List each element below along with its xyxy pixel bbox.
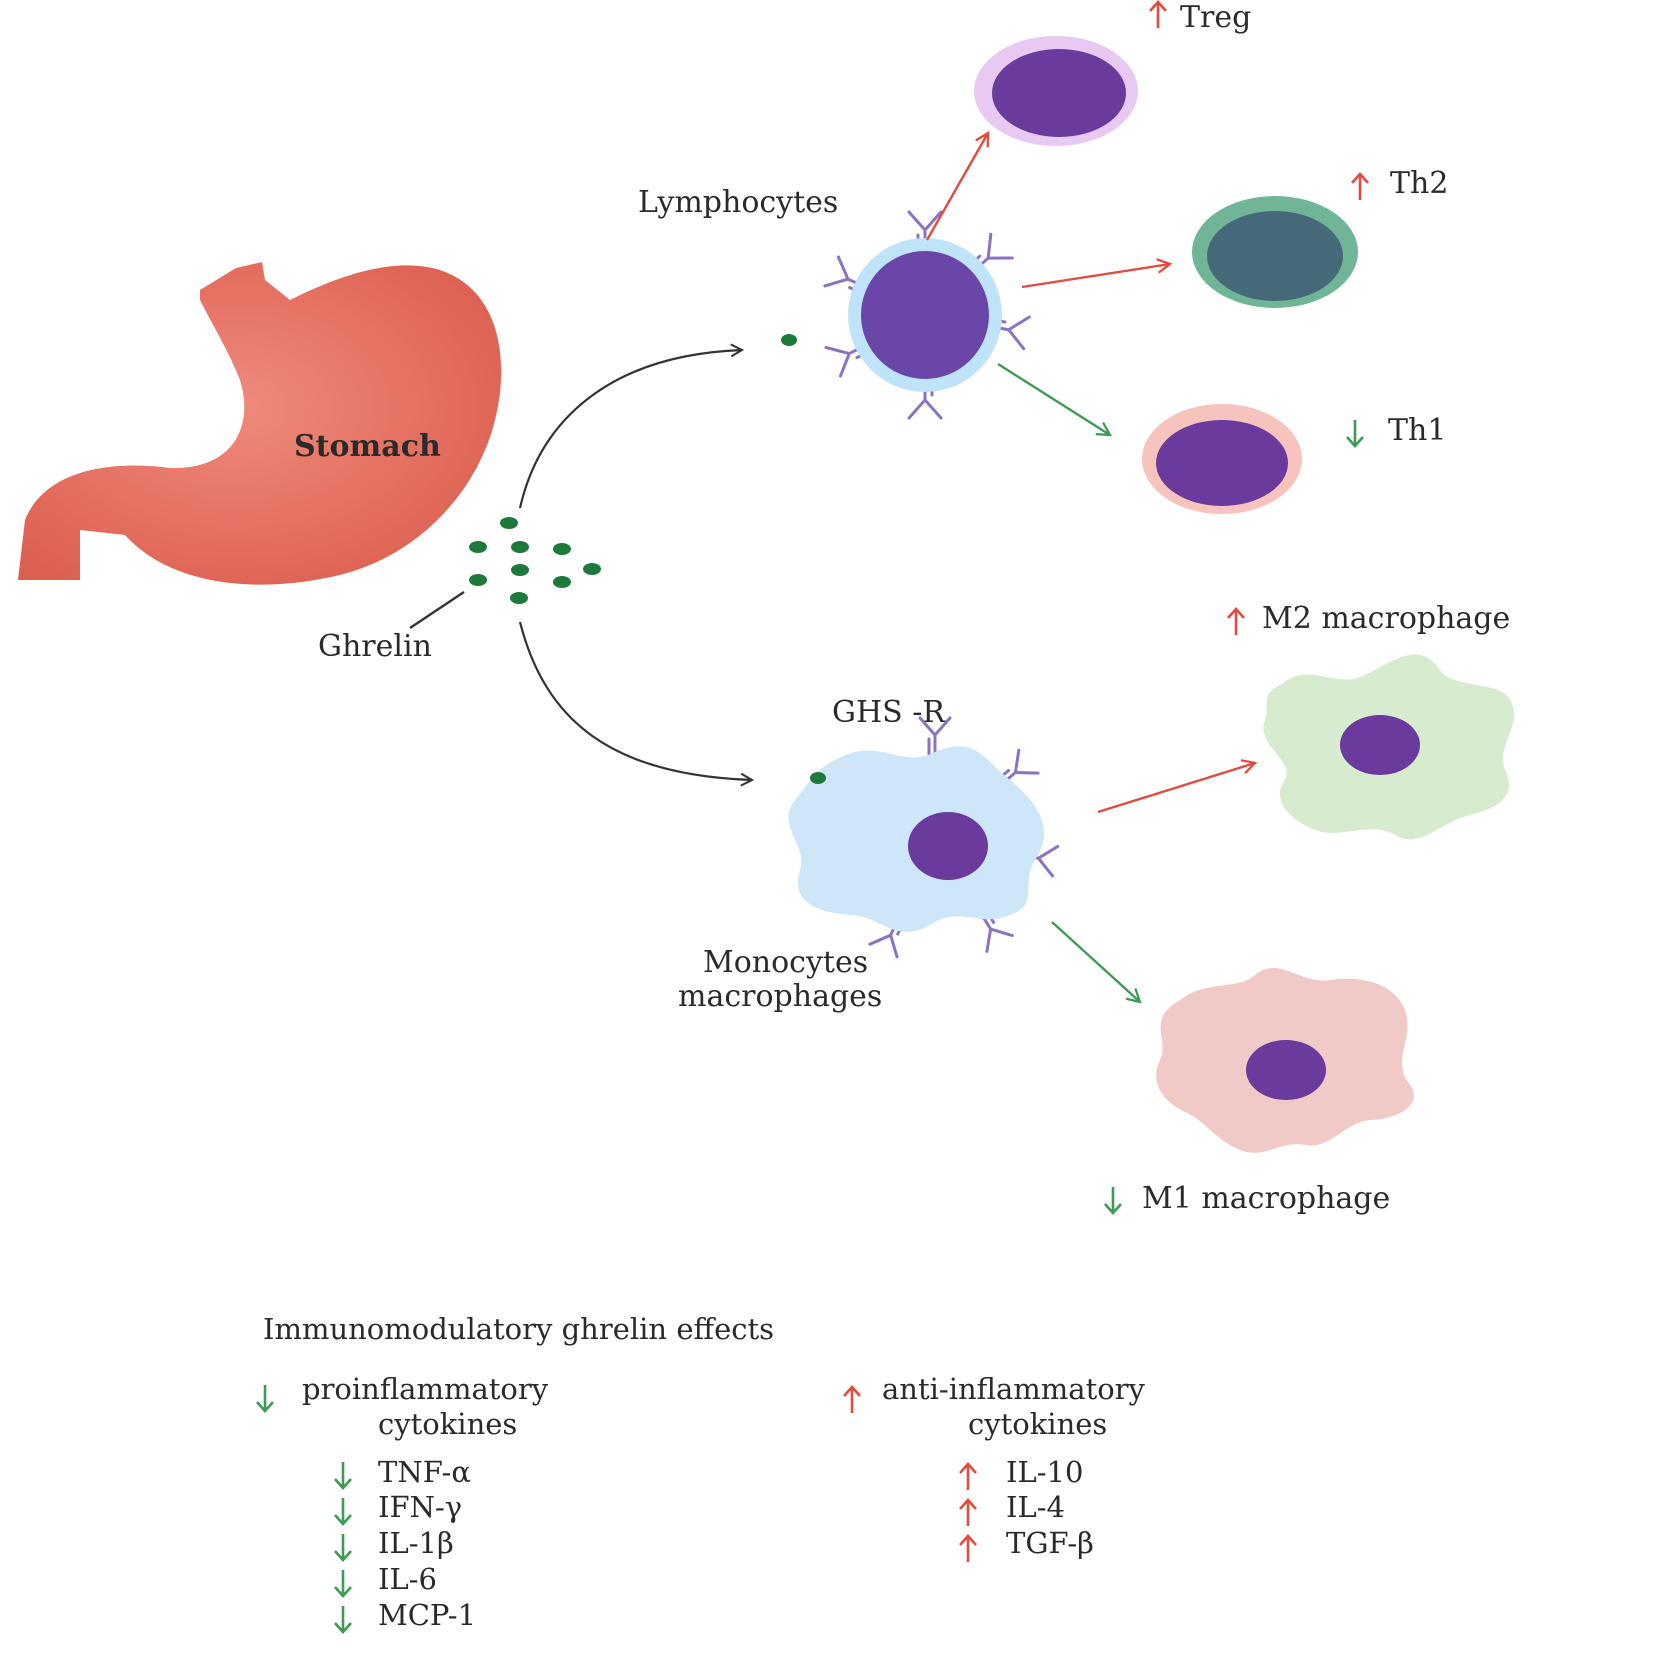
cytokine-item: IL-1β bbox=[378, 1526, 454, 1560]
effects-title: Immunomodulatory ghrelin effects bbox=[263, 1312, 774, 1346]
ghrelin-dot bbox=[469, 541, 487, 553]
bound-ghrelin-dot bbox=[810, 772, 826, 784]
ghrelin-dot bbox=[553, 576, 571, 588]
monocytes-label-line1: Monocytes bbox=[703, 945, 868, 980]
lymphocytes-label: Lymphocytes bbox=[638, 185, 838, 220]
th2-cell-nucleus bbox=[1207, 211, 1343, 301]
m2-macrophage-nucleus bbox=[1340, 715, 1420, 775]
ghrelin-dot bbox=[583, 563, 601, 575]
cytokine-increase-arrow-icon bbox=[958, 1462, 978, 1492]
cytokine-increase-arrow-icon bbox=[958, 1534, 978, 1564]
ghrelin-dot bbox=[500, 517, 518, 529]
cytokine-increase-arrow-icon bbox=[958, 1498, 978, 1528]
ghrelin-dot bbox=[553, 543, 571, 555]
ghrelin-dot bbox=[510, 592, 528, 604]
monocyte-nucleus bbox=[908, 812, 988, 880]
anti-inflammatory-label-line1: anti-inflammatory bbox=[882, 1372, 1146, 1406]
ghs-r-receptor-icon bbox=[976, 906, 1014, 953]
cytokine-item: IFN-γ bbox=[378, 1490, 462, 1524]
cytokine-decrease-arrow-icon bbox=[333, 1532, 353, 1562]
arrow-to-monocytes bbox=[518, 621, 752, 780]
cytokine-item: TGF-β bbox=[1006, 1526, 1094, 1560]
ghrelin-label: Ghrelin bbox=[318, 629, 432, 664]
m1-decrease-arrow-icon bbox=[1103, 1185, 1123, 1215]
cytokine-item: IL-10 bbox=[1006, 1455, 1083, 1489]
proinflammatory-list: TNF-α IFN-γ IL-1β IL-6 MCP-1 bbox=[333, 1455, 476, 1634]
treg-cell-nucleus bbox=[992, 49, 1126, 137]
ghrelin-dot bbox=[511, 541, 529, 553]
ghs-r-receptor-icon bbox=[918, 716, 952, 760]
ghrelin-dot bbox=[469, 574, 487, 586]
treg-label: Treg bbox=[1180, 0, 1251, 35]
arrow-to-lymphocytes bbox=[518, 350, 742, 509]
cytokine-item: MCP-1 bbox=[378, 1598, 476, 1632]
cytokine-item: IL-4 bbox=[1006, 1490, 1065, 1524]
ghs-r-label: GHS -R bbox=[832, 695, 946, 730]
cytokine-item: TNF-α bbox=[378, 1455, 471, 1489]
arrow-to-th2 bbox=[1021, 264, 1170, 289]
m1-macrophage-nucleus bbox=[1246, 1040, 1326, 1100]
arrow-to-treg bbox=[925, 133, 988, 241]
cytokine-decrease-arrow-icon bbox=[333, 1568, 353, 1598]
proinflammatory-label-line2: cytokines bbox=[378, 1407, 517, 1441]
ghrelin-pointer-line bbox=[409, 591, 465, 629]
anti-inflammatory-list: IL-10 IL-4 TGF-β bbox=[958, 1455, 1094, 1564]
arrow-to-m1 bbox=[1051, 921, 1140, 1002]
th1-decrease-arrow-icon bbox=[1345, 418, 1365, 448]
proinflammatory-label-line1: proinflammatory bbox=[302, 1372, 549, 1406]
ghrelin-particles bbox=[469, 517, 601, 604]
anti-inflammatory-increase-arrow-icon bbox=[842, 1385, 862, 1415]
m2-label: M2 macrophage bbox=[1262, 601, 1510, 636]
stomach-shape bbox=[18, 262, 502, 585]
cytokine-decrease-arrow-icon bbox=[333, 1604, 353, 1634]
anti-inflammatory-label-line2: cytokines bbox=[968, 1407, 1107, 1441]
th1-cell-nucleus bbox=[1156, 420, 1288, 506]
stomach-label: Stomach bbox=[294, 429, 441, 464]
th2-increase-arrow-icon bbox=[1350, 172, 1370, 202]
m2-increase-arrow-icon bbox=[1226, 607, 1246, 637]
th2-label: Th2 bbox=[1390, 166, 1448, 201]
cytokine-item: IL-6 bbox=[378, 1562, 437, 1596]
monocytes-label-line2: macrophages bbox=[678, 979, 882, 1014]
lymphocyte-nucleus bbox=[861, 251, 989, 379]
th1-label: Th1 bbox=[1388, 413, 1446, 448]
arrow-to-th1 bbox=[997, 362, 1110, 435]
cytokine-decrease-arrow-icon bbox=[333, 1460, 353, 1490]
cytokine-decrease-arrow-icon bbox=[333, 1496, 353, 1526]
bound-ghrelin-dot bbox=[781, 334, 797, 346]
arrow-to-m2 bbox=[1097, 763, 1255, 814]
treg-increase-arrow-icon bbox=[1148, 0, 1168, 30]
ghrelin-dot bbox=[511, 564, 529, 576]
proinflammatory-decrease-arrow-icon bbox=[255, 1383, 275, 1413]
m1-label: M1 macrophage bbox=[1142, 1181, 1390, 1216]
